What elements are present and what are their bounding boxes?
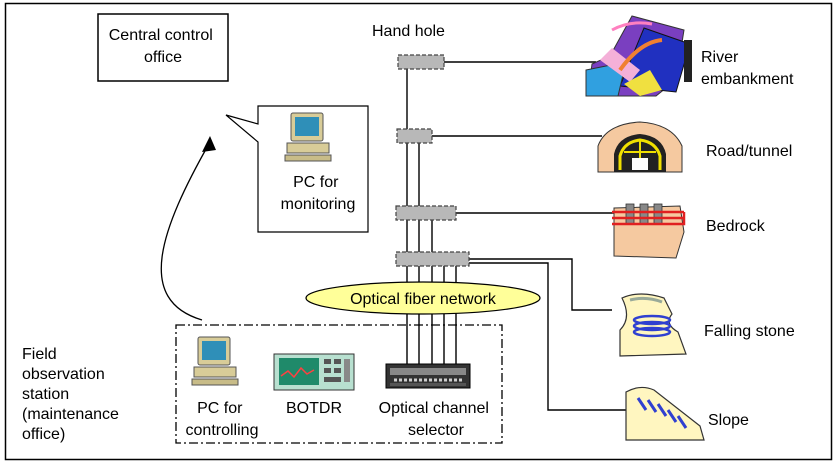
field-station-box	[175, 324, 503, 444]
central-office-box	[97, 13, 229, 82]
river-label: River embankment	[701, 49, 794, 88]
falling-label: Falling stone	[704, 323, 795, 340]
botdr-label: BOTDR	[286, 400, 342, 417]
fiber-trunk	[406, 61, 626, 411]
link-arrow-head	[202, 136, 216, 152]
road-label: Road/tunnel	[706, 143, 792, 160]
hand-hole-2	[396, 128, 433, 144]
pc-monitoring-label: PC for monitoring	[281, 174, 356, 213]
network-label: Optical fiber network	[350, 291, 497, 308]
pc-controlling-label: PC for controlling	[186, 400, 259, 439]
hand-hole-3	[395, 205, 457, 221]
bedrock-icon	[612, 203, 686, 259]
pc-monitoring-icon	[284, 112, 332, 162]
botdr-icon	[273, 353, 355, 391]
river-embankment-icon	[585, 15, 692, 97]
hand-hole-1	[397, 54, 445, 70]
bedrock-label: Bedrock	[706, 218, 766, 235]
monitoring-callout	[225, 105, 369, 233]
falling-stone-icon	[619, 293, 687, 357]
channel-selector-icon	[385, 363, 471, 389]
field-station-label: Field observation station (maintenance o…	[22, 346, 123, 443]
network-ellipse	[305, 281, 541, 315]
hand-hole-boxes	[395, 54, 470, 267]
slope-icon	[625, 386, 705, 441]
pc-controlling-icon	[191, 336, 239, 386]
hand-hole-4	[395, 251, 470, 267]
selector-label: Optical channel selector	[379, 400, 494, 439]
link-arrow	[160, 141, 211, 321]
hand-hole-label: Hand hole	[372, 23, 445, 40]
central-office-label: Central control office	[109, 27, 218, 66]
outer-frame	[4, 2, 833, 461]
slope-label: Slope	[708, 412, 749, 429]
tunnel-icon	[597, 121, 683, 173]
